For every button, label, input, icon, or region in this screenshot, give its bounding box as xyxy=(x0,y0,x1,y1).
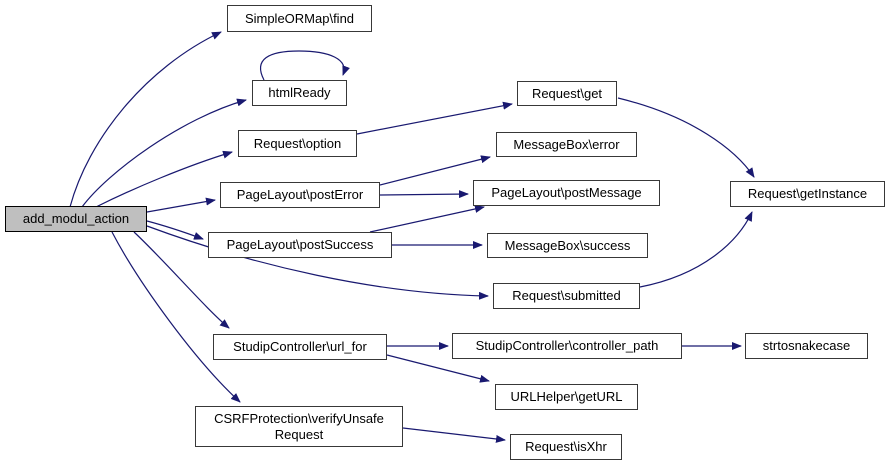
node-messagebox_error[interactable]: MessageBox\error xyxy=(496,132,637,157)
edge-add_modul_action-to-htmlready xyxy=(81,98,247,208)
node-pagelayout_postsuccess[interactable]: PageLayout\postSuccess xyxy=(208,232,392,258)
node-request_option[interactable]: Request\option xyxy=(238,130,357,157)
edge-pagelayout_postsuccess-to-pagelayout_postmessage xyxy=(369,205,485,233)
edge-add_modul_action-to-simpleormap_find xyxy=(69,31,222,208)
edge-add_modul_action-to-csrfprotection_verifyunsaferequest xyxy=(111,231,241,403)
node-messagebox_success[interactable]: MessageBox\success xyxy=(487,233,648,258)
node-htmlready[interactable]: htmlReady xyxy=(252,80,347,106)
node-request_get[interactable]: Request\get xyxy=(517,81,617,106)
edge-studipcontroller_url_for-to-urlhelper_geturl xyxy=(386,354,490,383)
node-studipcontroller_controller_path[interactable]: StudipController\controller_path xyxy=(452,333,682,359)
edge-request_option-to-request_get xyxy=(356,101,513,135)
edge-add_modul_action-to-request_option xyxy=(95,150,233,208)
edge-add_modul_action-to-pagelayout_posterror xyxy=(146,197,216,213)
node-strtosnakecase[interactable]: strtosnakecase xyxy=(745,333,868,359)
node-urlhelper_geturl[interactable]: URLHelper\getURL xyxy=(495,384,638,410)
edge-pagelayout_posterror-to-pagelayout_postmessage xyxy=(379,190,469,199)
node-request_submitted[interactable]: Request\submitted xyxy=(493,283,640,309)
node-request_isxhr[interactable]: Request\isXhr xyxy=(510,434,622,460)
node-pagelayout_postmessage[interactable]: PageLayout\postMessage xyxy=(473,180,660,206)
edge-pagelayout_posterror-to-messagebox_error xyxy=(379,155,491,186)
edge-request_submitted-to-request_getinstance xyxy=(639,211,753,288)
edge-htmlready-to-htmlready xyxy=(259,50,350,81)
edge-add_modul_action-to-studipcontroller_url_for xyxy=(133,231,230,329)
node-pagelayout_posterror[interactable]: PageLayout\postError xyxy=(220,182,380,208)
node-simpleormap_find[interactable]: SimpleORMap\find xyxy=(227,5,372,32)
node-studipcontroller_url_for[interactable]: StudipController\url_for xyxy=(213,334,387,360)
edge-add_modul_action-to-pagelayout_postsuccess xyxy=(146,220,204,240)
node-csrfprotection_verifyunsaferequest[interactable]: CSRFProtection\verifyUnsafe Request xyxy=(195,406,403,447)
edge-request_get-to-request_getinstance xyxy=(617,97,755,178)
edge-csrfprotection_verifyunsaferequest-to-request_isxhr xyxy=(402,427,506,443)
node-add_modul_action[interactable]: add_modul_action xyxy=(5,206,147,232)
edge-add_modul_action-to-request_submitted xyxy=(146,225,489,300)
node-request_getinstance[interactable]: Request\getInstance xyxy=(730,181,885,207)
